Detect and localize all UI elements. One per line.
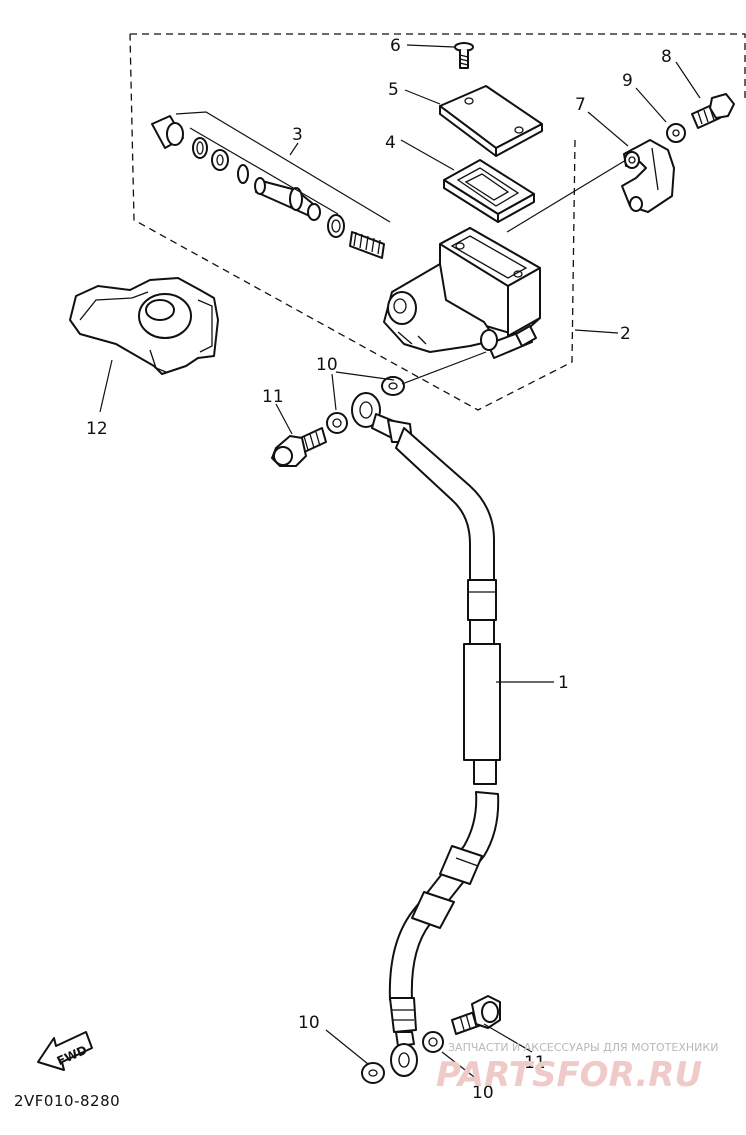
assembly-boundary — [129, 33, 746, 411]
watermark-brand: PARTSFOR.RU — [436, 1055, 702, 1095]
washer-top-second-part[interactable] — [326, 412, 348, 434]
callout-3: 3 — [292, 125, 303, 145]
banjo-bolt-bottom-part[interactable] — [451, 995, 501, 1035]
callout-10-bottom-left: 10 — [298, 1013, 320, 1033]
callout-10-top: 10 — [316, 355, 338, 375]
fwd-arrow: FWD — [37, 1031, 93, 1071]
holder-part[interactable] — [621, 139, 675, 213]
washer-top-part[interactable] — [381, 376, 405, 396]
callout-2: 2 — [620, 324, 631, 344]
diaphragm-part[interactable] — [443, 159, 535, 223]
reservoir-cap-part[interactable] — [439, 85, 543, 157]
callout-9: 9 — [622, 71, 633, 91]
brake-hose-part[interactable] — [351, 392, 501, 1077]
callout-1: 1 — [558, 673, 569, 693]
banjo-bolt-top-part[interactable] — [271, 427, 327, 467]
cap-screw-part[interactable] — [454, 42, 474, 69]
leader-lines — [99, 44, 701, 1081]
callout-4: 4 — [385, 133, 396, 153]
callout-5: 5 — [388, 80, 399, 100]
callout-11-bottom: 11 — [524, 1053, 546, 1073]
washer-bottom-right-part[interactable] — [422, 1031, 444, 1053]
callout-7: 7 — [575, 95, 586, 115]
washer-bottom-left-part[interactable] — [361, 1062, 385, 1084]
callout-12: 12 — [86, 419, 108, 439]
callout-10-bottom-right: 10 — [472, 1083, 494, 1103]
callout-8: 8 — [661, 47, 672, 67]
lever-cover-part[interactable] — [69, 277, 219, 375]
cylinder-kit-part[interactable] — [151, 111, 391, 259]
diagram-code: 2VF010-8280 — [14, 1092, 120, 1110]
callout-11-top: 11 — [262, 387, 284, 407]
master-cylinder-part[interactable] — [383, 227, 541, 359]
callout-6: 6 — [390, 36, 401, 56]
watermark-tagline: ЗАПЧАСТИ И АКСЕССУАРЫ ДЛЯ МОТОТЕХНИКИ — [448, 1041, 718, 1054]
holder-washer-part[interactable] — [666, 123, 686, 143]
holder-bolt-part[interactable] — [691, 93, 735, 129]
